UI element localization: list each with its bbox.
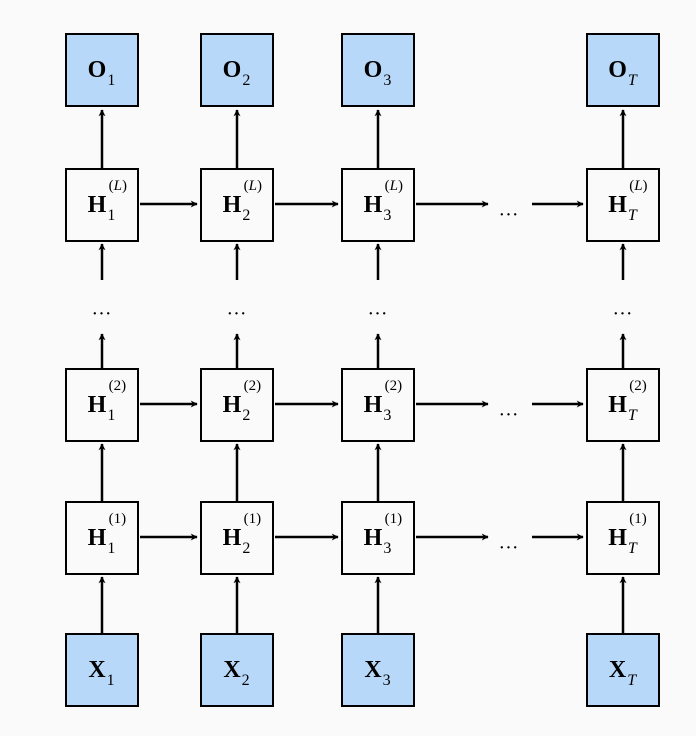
node-label: HT (L) [608, 179, 647, 224]
subscript: 3 [382, 672, 391, 689]
symbol: H [222, 192, 242, 218]
symbol: O [363, 57, 383, 83]
node-label: X2 [223, 657, 249, 689]
output-node-3: O3 [340, 33, 415, 107]
horizontal-ellipsis-L: … [498, 198, 520, 221]
node-label: XT [608, 657, 636, 689]
hidden-layer-L-node-1: H1 (L) [64, 168, 139, 242]
subscript: 3 [383, 540, 392, 557]
superscript: (1) [629, 511, 647, 527]
vertical-ellipsis-2: … [226, 297, 248, 320]
vertical-ellipsis-3: … [367, 297, 389, 320]
node-label: O1 [87, 57, 116, 89]
subscript: 2 [242, 407, 251, 424]
hidden-layer-1-node-2: H2 (1) [199, 501, 274, 575]
node-label: H2 (2) [222, 379, 262, 424]
subscript: 1 [107, 207, 116, 224]
node-label: H2 (1) [222, 512, 262, 557]
superscript: (2) [629, 378, 647, 394]
subscript: T [627, 72, 637, 89]
hidden-layer-1-node-3: H3 (1) [340, 501, 415, 575]
input-node-3: X3 [340, 633, 415, 707]
horizontal-ellipsis-1: … [498, 531, 520, 554]
symbol: H [87, 525, 107, 551]
hidden-layer-2-node-T: HT (2) [585, 368, 660, 442]
symbol: H [608, 192, 627, 218]
node-label: X1 [88, 657, 114, 689]
superscript: (2) [384, 378, 403, 394]
node-label: X3 [364, 657, 390, 689]
hidden-layer-1-node-T: HT (1) [585, 501, 660, 575]
node-label: H3 (1) [363, 512, 403, 557]
superscript: (2) [108, 378, 127, 394]
output-node-2: O2 [199, 33, 274, 107]
node-label: H1 (L) [87, 179, 127, 224]
symbol: H [608, 392, 627, 418]
subscript: T [627, 207, 637, 224]
hidden-layer-2-node-2: H2 (2) [199, 368, 274, 442]
input-node-1: X1 [64, 633, 139, 707]
hidden-layer-L-node-2: H2 (L) [199, 168, 274, 242]
hidden-layer-2-node-1: H1 (2) [64, 368, 139, 442]
superscript: (L) [243, 178, 262, 194]
superscript: (1) [384, 511, 403, 527]
subscript: 2 [241, 672, 250, 689]
symbol: O [608, 57, 627, 83]
symbol: H [222, 392, 242, 418]
symbol: O [222, 57, 242, 83]
node-label: O3 [363, 57, 392, 89]
node-label: HT (2) [608, 379, 647, 424]
symbol: X [223, 657, 241, 683]
vertical-ellipsis-T: … [612, 297, 634, 320]
superscript: (L) [108, 178, 127, 194]
superscript: (L) [384, 178, 403, 194]
output-node-1: O1 [64, 33, 139, 107]
symbol: H [87, 392, 107, 418]
symbol: O [87, 57, 107, 83]
subscript: 3 [383, 72, 392, 89]
subscript: 1 [107, 72, 116, 89]
subscript: 2 [242, 72, 251, 89]
node-label: HT (1) [608, 512, 647, 557]
symbol: H [363, 525, 383, 551]
node-label: H1 (2) [87, 379, 127, 424]
subscript: 2 [242, 207, 251, 224]
node-label: H3 (L) [363, 179, 403, 224]
symbol: X [364, 657, 382, 683]
subscript: T [627, 407, 637, 424]
input-node-2: X2 [199, 633, 274, 707]
vertical-ellipsis-1: … [91, 297, 113, 320]
output-node-T: OT [585, 33, 660, 107]
node-label: H2 (L) [222, 179, 262, 224]
symbol: H [363, 192, 383, 218]
hidden-layer-L-node-T: HT (L) [585, 168, 660, 242]
symbol: X [88, 657, 106, 683]
horizontal-ellipsis-2: … [498, 398, 520, 421]
input-node-T: XT [585, 633, 660, 707]
superscript: (L) [629, 178, 648, 194]
hidden-layer-L-node-3: H3 (L) [340, 168, 415, 242]
hidden-layer-2-node-3: H3 (2) [340, 368, 415, 442]
symbol: H [87, 192, 107, 218]
superscript: (1) [243, 511, 262, 527]
node-label: H1 (1) [87, 512, 127, 557]
subscript: 1 [107, 407, 116, 424]
symbol: H [608, 525, 627, 551]
node-label: H3 (2) [363, 379, 403, 424]
subscript: 1 [106, 672, 115, 689]
symbol: H [222, 525, 242, 551]
hidden-layer-1-node-1: H1 (1) [64, 501, 139, 575]
subscript: T [627, 540, 637, 557]
subscript: 2 [242, 540, 251, 557]
superscript: (1) [108, 511, 127, 527]
subscript: 1 [107, 540, 116, 557]
symbol: X [608, 657, 627, 683]
node-label: O2 [222, 57, 251, 89]
subscript: 3 [383, 207, 392, 224]
subscript: T [627, 672, 637, 689]
superscript: (2) [243, 378, 262, 394]
symbol: H [363, 392, 383, 418]
node-label: OT [608, 57, 637, 89]
subscript: 3 [383, 407, 392, 424]
